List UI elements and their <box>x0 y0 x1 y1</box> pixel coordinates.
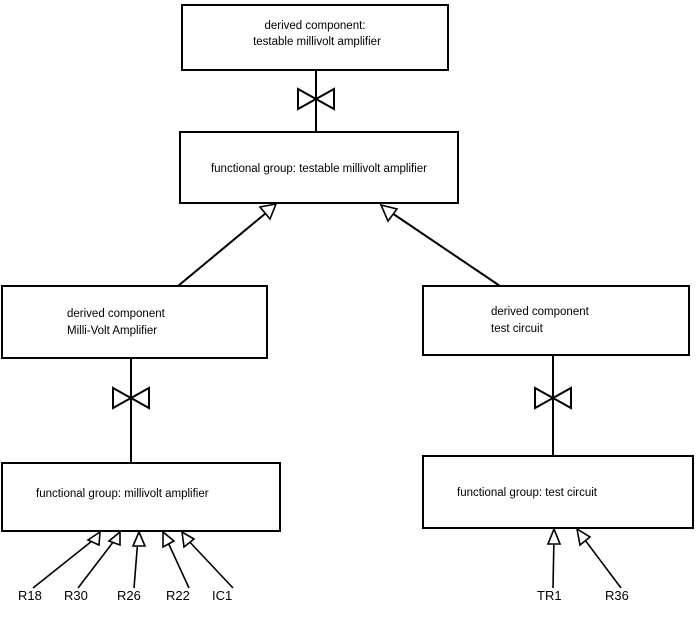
leaf-label-r18: R18 <box>18 588 42 603</box>
leaf-connector-r30 <box>77 530 121 589</box>
node-box-fg-millivolt-amplifier[interactable] <box>1 462 281 532</box>
leaf-label-r36: R36 <box>605 588 629 603</box>
arrow-head-icon-r18 <box>86 530 101 547</box>
node-label-line1: functional group: millivolt amplifier <box>36 488 209 500</box>
leaf-line-r22 <box>165 537 190 589</box>
node-derived-milli-volt-amplifier[interactable]: derived component Milli-Volt Amplifier <box>1 285 268 359</box>
arrow-head-icon-millivolt <box>258 202 278 221</box>
leaf-line-ic1 <box>185 537 234 589</box>
leaf-connector-r26 <box>131 529 147 589</box>
node-label-line2: Milli-Volt Amplifier <box>67 325 157 337</box>
node-box-derived-milli-volt-amplifier[interactable] <box>1 285 268 359</box>
node-label-line1: derived component: <box>264 20 365 32</box>
arrow-head-icon-r36 <box>575 527 592 547</box>
leaf-connector-r18 <box>32 530 101 589</box>
leaf-label-tr1: TR1 <box>537 588 562 603</box>
arrow-head-icon-r26 <box>131 529 147 547</box>
leaf-label-ic1: IC1 <box>212 588 232 603</box>
node-box-derived-test-circuit[interactable] <box>422 285 690 356</box>
node-fg-test-circuit[interactable]: functional group: test circuit <box>422 455 694 529</box>
bowtie-icon-left <box>112 386 150 410</box>
leaf-line-r30 <box>77 536 118 589</box>
arrow-head-icon-r30 <box>107 530 121 547</box>
leaf-connector-r22 <box>162 530 190 589</box>
node-box-derived-testable-millivolt-amplifier[interactable] <box>181 4 449 71</box>
node-fg-testable-millivolt-amplifier[interactable]: functional group: testable millivolt amp… <box>179 131 459 204</box>
leaf-label-r22: R22 <box>166 588 190 603</box>
leaf-line-r36 <box>581 535 622 589</box>
realization-connector-right <box>534 355 572 456</box>
bowtie-icon-right <box>534 386 572 410</box>
arrow-head-icon-r22 <box>162 530 176 549</box>
node-derived-test-circuit[interactable]: derived component test circuit <box>422 285 690 356</box>
node-box-fg-testable-millivolt-amplifier[interactable] <box>179 131 459 204</box>
generalization-line-millivolt <box>177 207 273 287</box>
leaf-line-r18 <box>32 536 98 589</box>
node-derived-testable-millivolt-amplifier[interactable]: derived component: testable millivolt am… <box>181 4 449 71</box>
arrow-head-icon-testcircuit <box>379 203 399 223</box>
node-label-line1: functional group: testable millivolt amp… <box>211 163 427 175</box>
realization-connector-top <box>297 70 335 132</box>
node-box-fg-test-circuit[interactable] <box>422 455 694 529</box>
generalization-line-testcircuit <box>385 208 501 287</box>
leaf-connector-r36 <box>575 527 622 589</box>
node-label-line1: functional group: test circuit <box>457 487 598 499</box>
node-label-line2: testable millivolt amplifier <box>253 36 381 48</box>
realization-connector-left <box>112 358 150 463</box>
arrow-head-icon-tr1 <box>546 526 562 545</box>
generalization-arrow-testcircuit <box>379 203 501 287</box>
leaf-label-r26: R26 <box>117 588 141 603</box>
bowtie-icon-top <box>297 87 335 111</box>
leaf-label-r30: R30 <box>64 588 88 603</box>
arrow-head-icon-ic1 <box>180 530 196 549</box>
generalization-arrow-millivolt <box>177 202 278 287</box>
leaf-connector-tr1 <box>546 526 562 589</box>
node-label-line1: derived component <box>67 308 166 320</box>
node-label-line2: test circuit <box>491 323 544 335</box>
node-label-line1: derived component <box>491 306 590 318</box>
leaf-connector-ic1 <box>180 530 234 589</box>
node-fg-millivolt-amplifier[interactable]: functional group: millivolt amplifier <box>1 462 281 532</box>
